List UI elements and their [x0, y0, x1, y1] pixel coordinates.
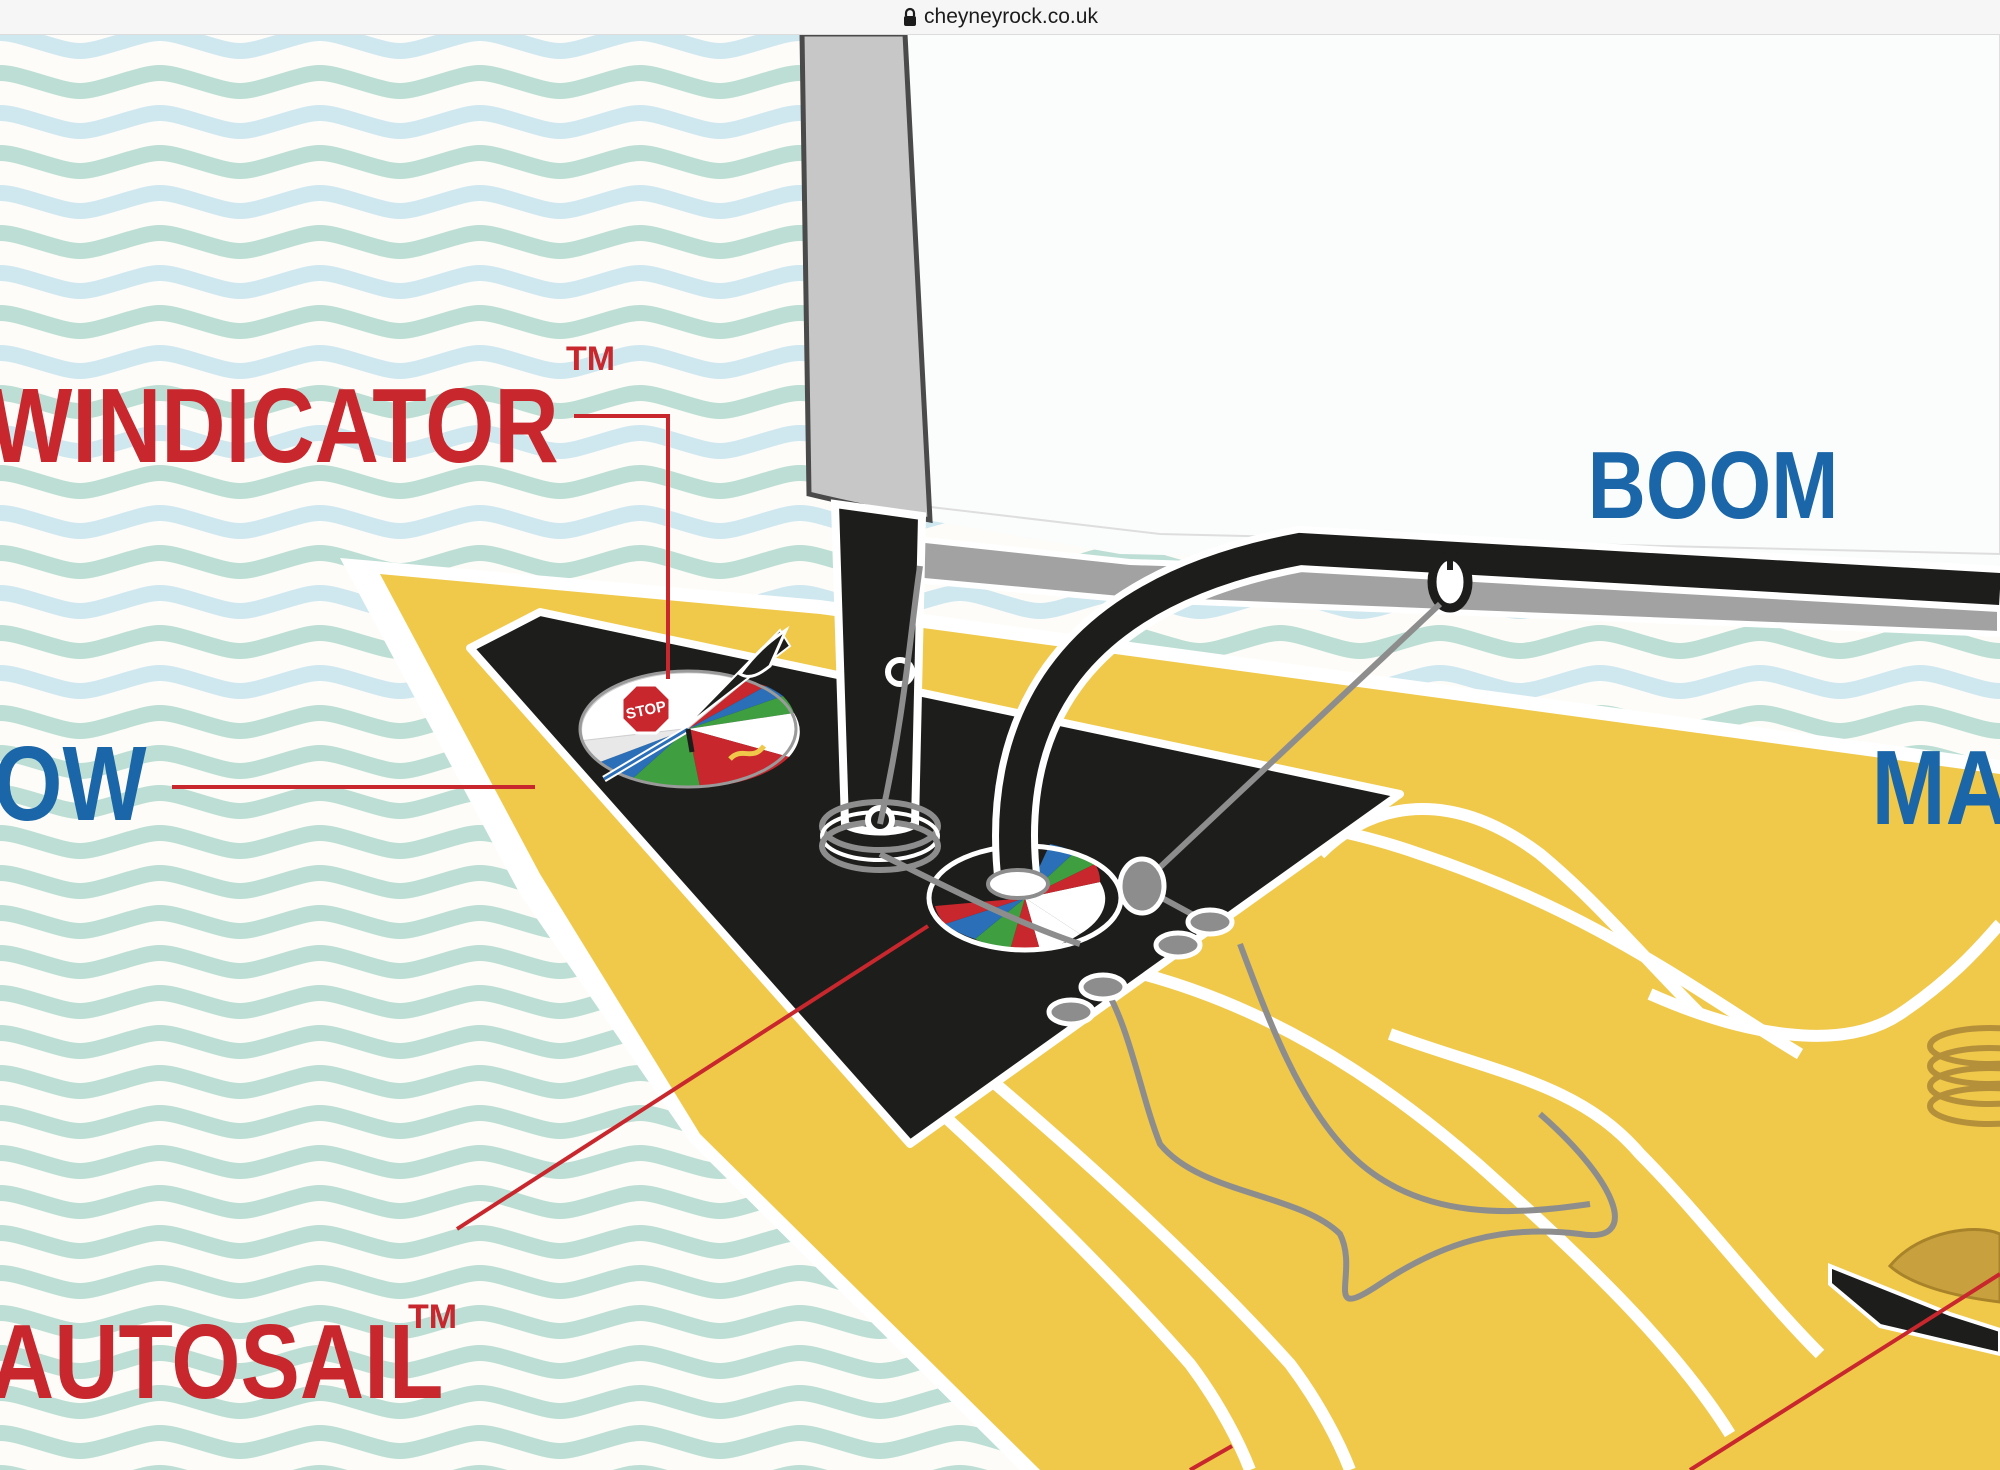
label-windicator-tm: TM: [566, 340, 615, 378]
label-autosail-tm: TM: [408, 1298, 457, 1336]
cleats: [1046, 856, 1235, 1027]
label-boom: BOOM: [1588, 431, 1839, 538]
browser-url-bar[interactable]: cheyneyrock.co.uk: [0, 0, 2000, 35]
lock-icon: [902, 7, 918, 27]
label-autosail: AUTOSAIL: [0, 1302, 443, 1421]
address-display[interactable]: cheyneyrock.co.uk: [902, 5, 1098, 29]
label-windicator: WINDICATOR: [0, 366, 559, 485]
rigging-lines: [877, 565, 1618, 1302]
boom: [986, 525, 2000, 900]
url-text: cheyneyrock.co.uk: [924, 5, 1098, 28]
label-bow: OW: [0, 724, 147, 843]
sailboat-illustration: STOP: [0, 34, 2000, 1470]
callout-lines: [172, 414, 2000, 1470]
label-mast: MA: [1872, 728, 2000, 847]
windicator-dial: STOP: [578, 625, 800, 789]
part-labels: WINDICATOR TM OW AUTOSAIL TM BOOM MA: [0, 340, 2000, 1421]
